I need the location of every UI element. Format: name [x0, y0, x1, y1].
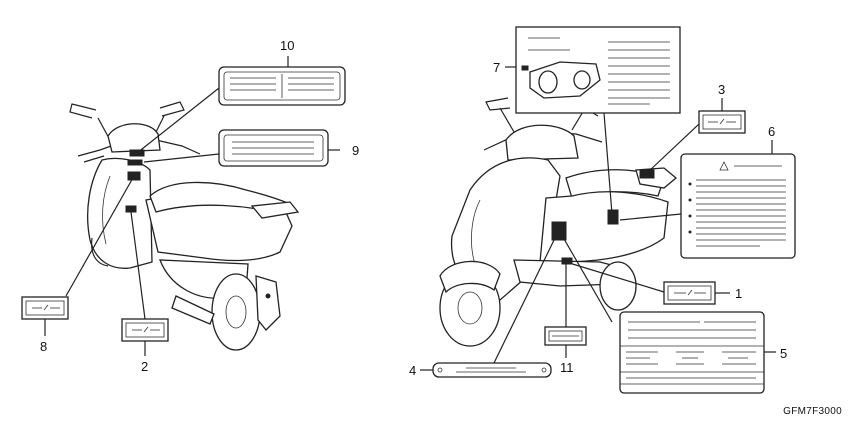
- callout-7: 7: [493, 60, 501, 75]
- reference-code: GFM7F3000: [783, 406, 842, 417]
- callout-2: 2: [141, 359, 149, 374]
- leader-lines: [44, 56, 776, 371]
- decal-6: [680, 153, 796, 259]
- callout-6: 6: [768, 124, 776, 139]
- decal-8: [21, 296, 69, 320]
- callout-9: 9: [352, 143, 360, 158]
- scooter-front-view: [439, 97, 678, 347]
- scooter-rear-view: [69, 101, 300, 351]
- decal-5: [619, 311, 765, 394]
- decal-9: [218, 129, 329, 167]
- callout-1: 1: [735, 286, 743, 301]
- callout-4: 4: [409, 363, 417, 378]
- callout-11: 11: [560, 360, 574, 375]
- decal-1: [663, 281, 716, 305]
- decal-2: [121, 318, 169, 342]
- decal-10: [218, 66, 346, 106]
- callout-5: 5: [780, 346, 788, 361]
- decal-11: [544, 326, 587, 346]
- callout-10: 10: [280, 38, 295, 53]
- callout-8: 8: [40, 339, 48, 354]
- decal-7: [515, 26, 681, 114]
- decal-3: [698, 110, 746, 134]
- callout-3: 3: [718, 82, 726, 97]
- decal-4: [432, 362, 552, 378]
